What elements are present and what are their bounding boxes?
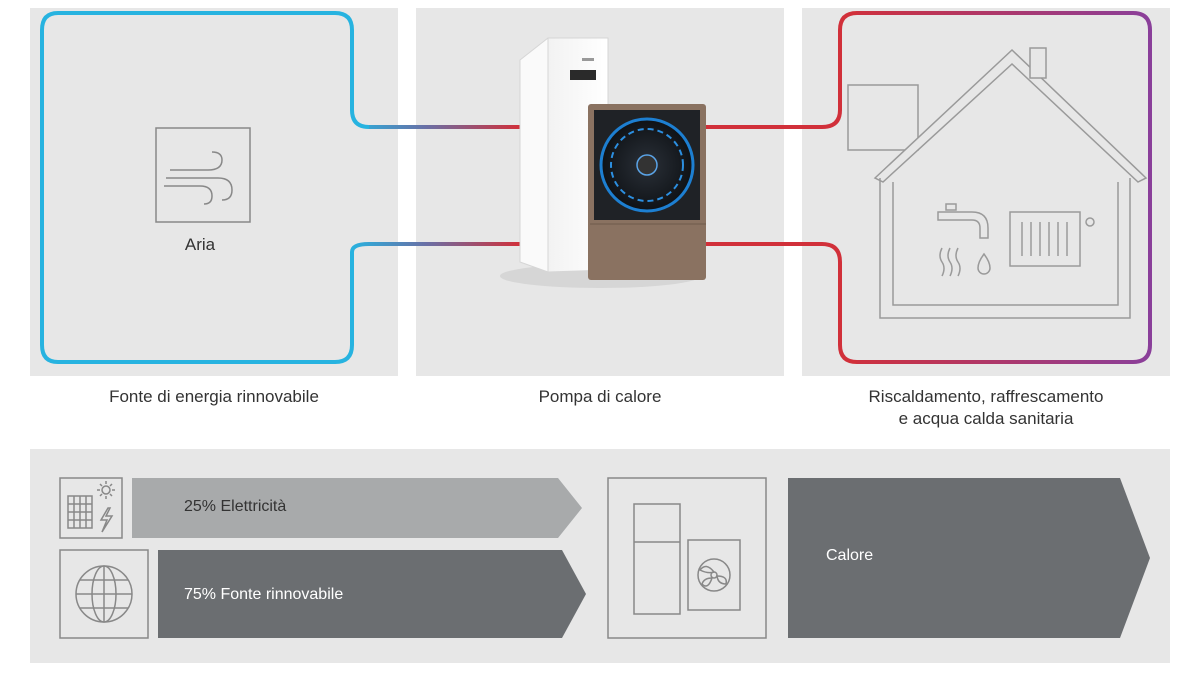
air-source-label: Aria — [184, 235, 216, 254]
cold-loop — [40, 11, 370, 364]
heat-pump-caption: Pompa di calore — [538, 387, 662, 406]
house-icon — [847, 47, 1148, 319]
home-usage-panel — [802, 8, 1170, 376]
renewable-source-caption: Fonte di energia rinnovabile — [109, 387, 319, 406]
solar-electricity-icon — [59, 477, 123, 539]
hot-loop — [857, 11, 1152, 364]
wind-icon — [155, 127, 251, 223]
renewable-arrow — [158, 550, 586, 638]
heat-pump-unit — [500, 37, 706, 288]
connector-bottom-left — [350, 242, 520, 253]
home-usage-caption-line2: e acqua calda sanitaria — [898, 409, 1074, 428]
connector-top-right — [706, 11, 858, 129]
electricity-label: 25% Elettricità — [184, 498, 287, 515]
heat-output-label: Calore — [826, 547, 874, 564]
globe-icon — [59, 549, 149, 639]
radiator-icon — [1009, 211, 1095, 267]
heat-output-arrow — [788, 478, 1150, 638]
connector-bottom-right — [706, 242, 858, 364]
home-usage-caption-line1: Riscaldamento, raffrescamento — [868, 387, 1104, 406]
home-usage-caption: Riscaldamento, raffrescamento e acqua ca… — [802, 386, 1170, 430]
heat-pump-icon — [607, 477, 767, 639]
electricity-arrow — [132, 478, 582, 538]
renewable-label: 75% Fonte rinnovabile — [184, 586, 344, 603]
tap-icon — [937, 203, 991, 277]
